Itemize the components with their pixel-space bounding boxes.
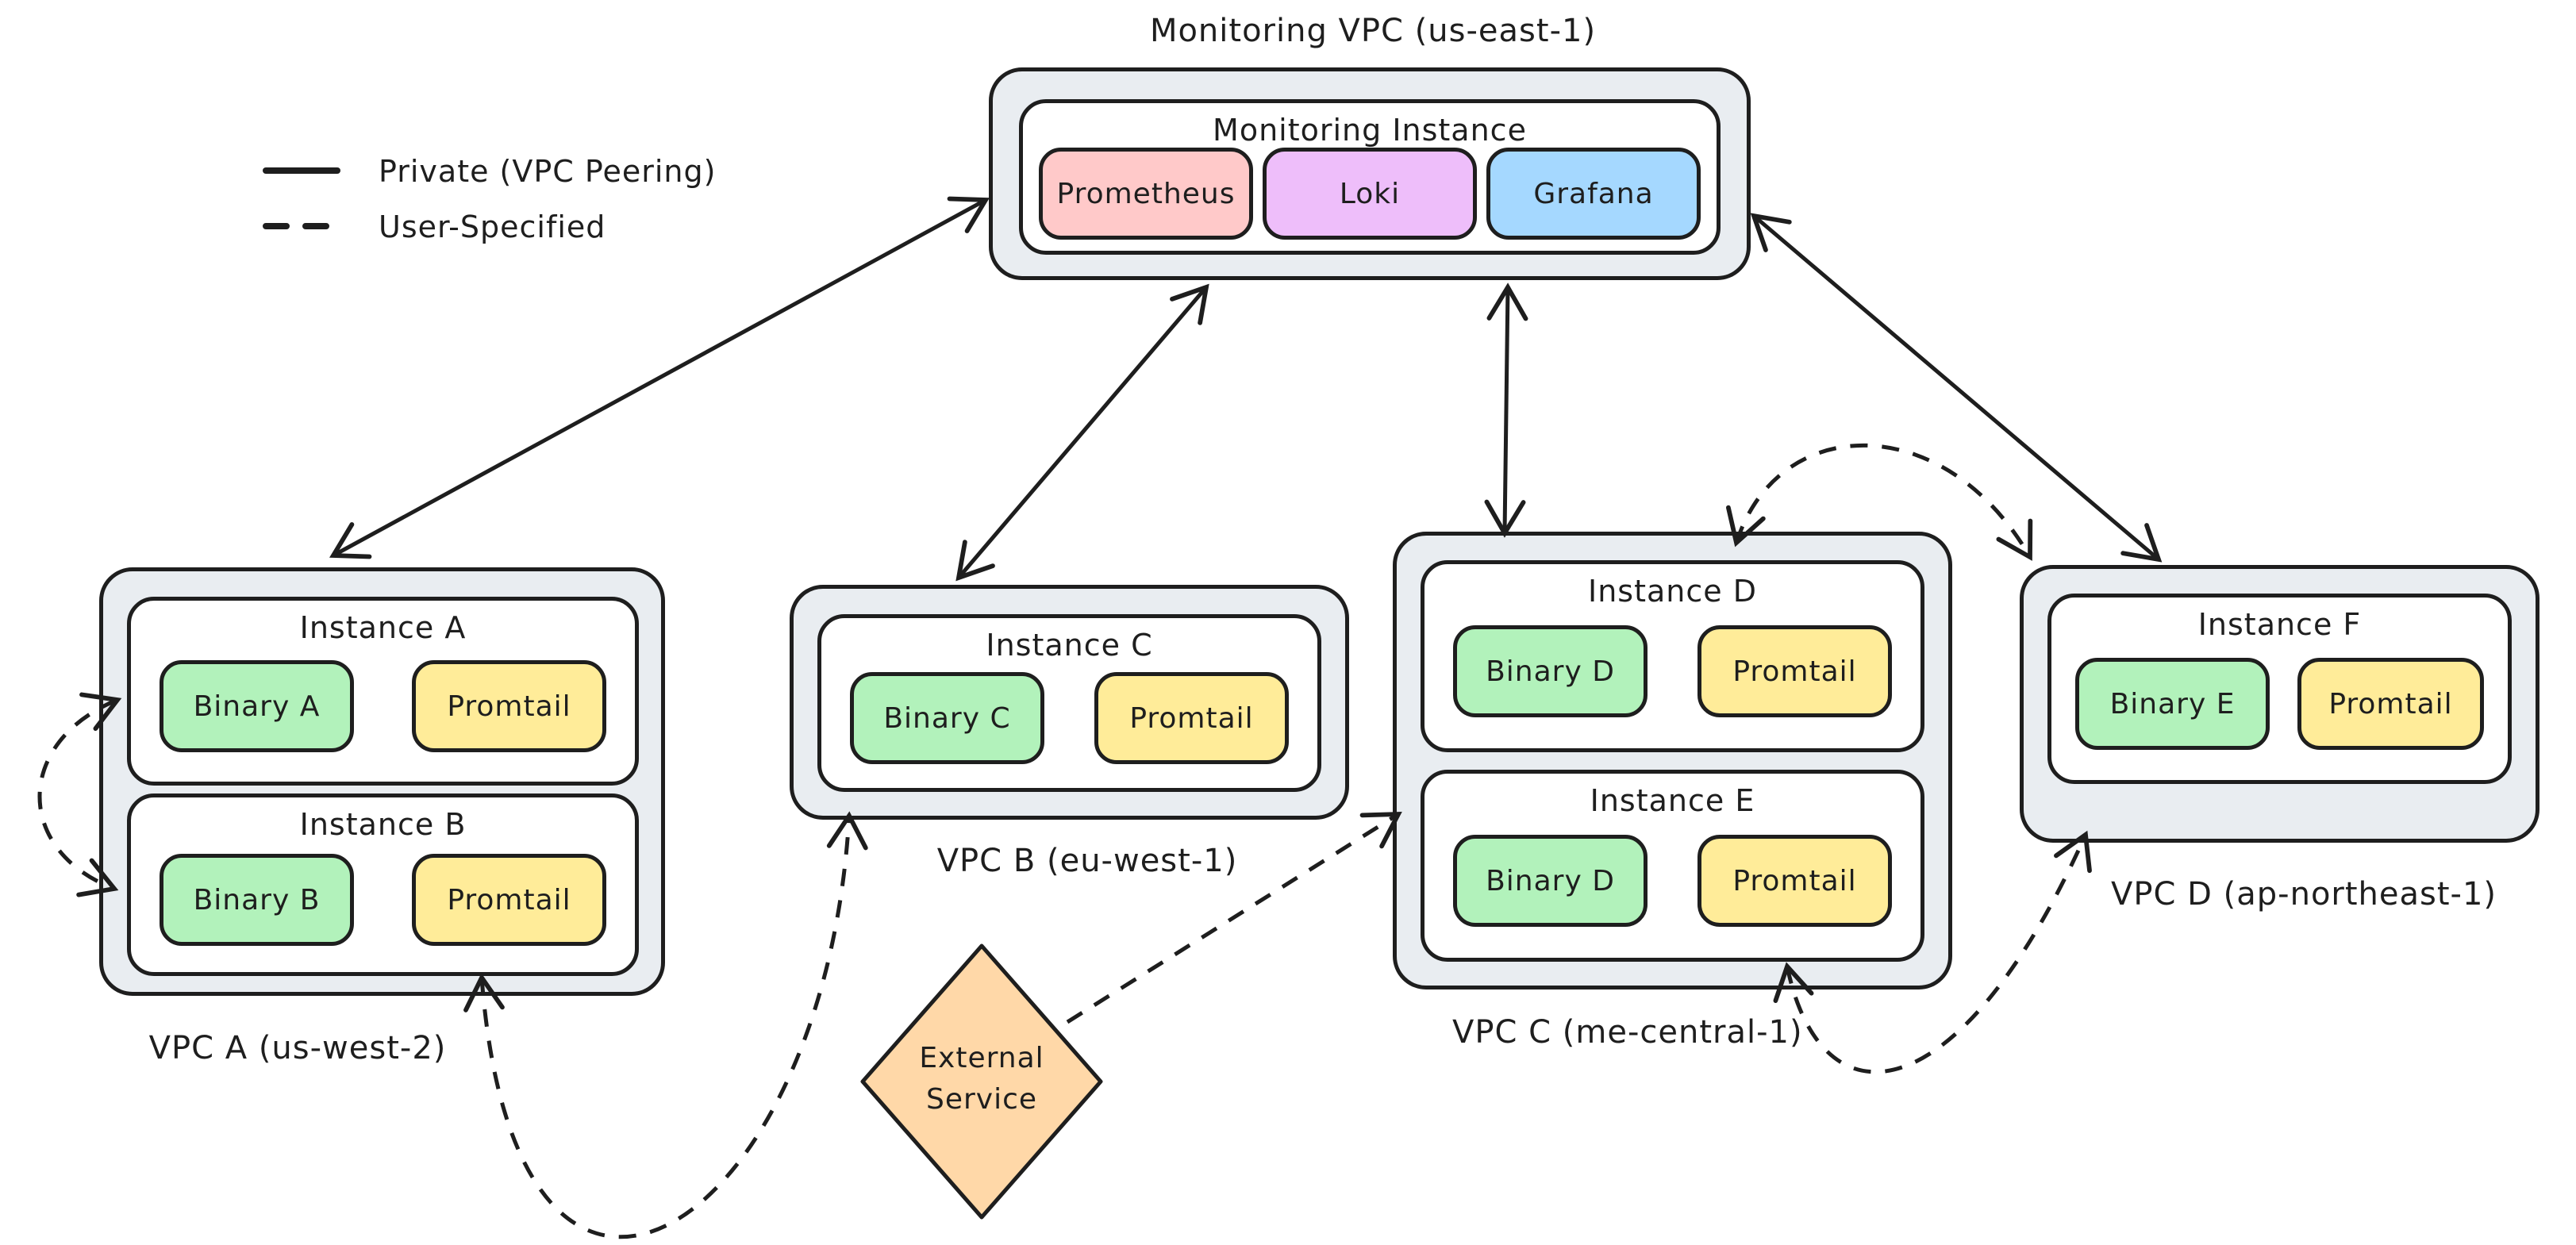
instance-c-label: Instance C [986,628,1153,663]
promtail-node: Promtail [412,854,606,946]
vpc-d-label: VPC D (ap-northeast-1) [2111,876,2497,913]
binary-d-node: Binary D [1453,625,1647,717]
vpc-b-box: Instance C Binary C Promtail [790,585,1349,820]
binary-e-node: Binary E [2075,658,2270,750]
monitoring-vpc-box: Monitoring Instance Prometheus Loki Graf… [989,67,1751,280]
vpc-a-box: Instance A Binary A Promtail Instance B … [99,567,665,996]
instance-f-box: Instance F Binary E Promtail [2047,594,2512,784]
binary-c-node: Binary C [850,672,1044,764]
promtail-node: Promtail [1697,625,1892,717]
instance-a-box: Instance A Binary A Promtail [127,597,639,786]
external-service-label: External Service [919,1042,1044,1116]
monitoring-instance-box: Monitoring Instance Prometheus Loki Graf… [1019,99,1721,255]
promtail-node: Promtail [2297,658,2484,750]
instance-c-components: Binary C Promtail [821,663,1317,788]
instance-a-label: Instance A [299,610,467,645]
link-monitoring-vpc-d [1750,213,2163,563]
instance-d-components: Binary D Promtail [1424,609,1920,748]
instance-d-box: Instance D Binary D Promtail [1421,560,1924,752]
instance-b-components: Binary B Promtail [131,842,635,972]
instance-b-box: Instance B Binary B Promtail [127,793,639,976]
instance-e-components: Binary D Promtail [1424,818,1920,958]
loki-node: Loki [1263,148,1477,240]
vpc-c-box: Instance D Binary D Promtail Instance E … [1393,532,1952,989]
monitoring-instance-label: Monitoring Instance [1213,113,1527,148]
prometheus-node: Prometheus [1039,148,1253,240]
vpc-c-label: VPC C (me-central-1) [1452,1014,1803,1051]
grafana-node: Grafana [1486,148,1701,240]
link-monitoring-vpc-a [329,196,990,559]
vpc-b-label: VPC B (eu-west-1) [936,843,1238,879]
promtail-node: Promtail [412,660,606,752]
monitoring-services-row: Prometheus Loki Grafana [1023,148,1717,252]
link-monitoring-vpc-c [1484,282,1528,538]
promtail-node: Promtail [1094,672,1289,764]
promtail-node: Promtail [1697,835,1892,927]
monitoring-vpc-label: Monitoring VPC (us-east-1) [1149,13,1597,49]
instance-e-box: Instance E Binary D Promtail [1421,770,1924,962]
vpc-a-label: VPC A (us-west-2) [148,1030,447,1066]
instance-c-box: Instance C Binary C Promtail [817,614,1321,792]
instance-d-label: Instance D [1588,574,1757,609]
instance-b-label: Instance B [299,807,467,842]
instance-f-label: Instance F [2197,607,2362,642]
legend-private-label: Private (VPC Peering) [379,154,717,189]
link-monitoring-vpc-b [955,283,1209,582]
instance-e-label: Instance E [1590,783,1755,818]
vpc-d-box: Instance F Binary E Promtail [2020,565,2539,843]
binary-a-node: Binary A [160,660,354,752]
instance-f-components: Binary E Promtail [2051,642,2508,780]
binary-b-node: Binary B [160,854,354,946]
binary-d-node: Binary D [1453,835,1647,927]
instance-a-components: Binary A Promtail [131,645,635,782]
legend-user-specified-label: User-Specified [379,209,606,244]
